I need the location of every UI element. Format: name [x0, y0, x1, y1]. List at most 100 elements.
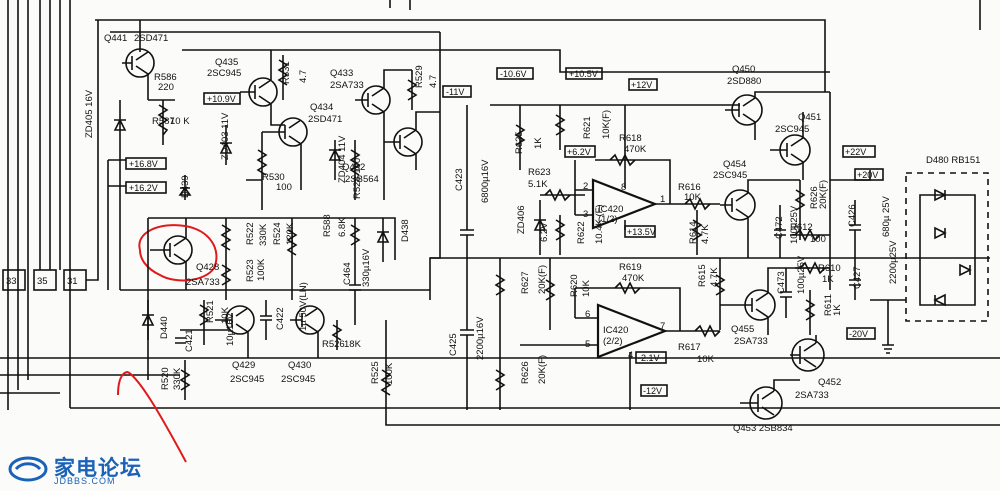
part-q432: 2SB564 [345, 174, 379, 185]
connector-wire [86, 20, 99, 281]
val-r613: 1K [832, 304, 843, 316]
ref-r620: R620 [569, 274, 580, 297]
connector-35 [33, 269, 57, 291]
tag-12v: +12V [631, 80, 652, 90]
q433-q432-stage: Q433 2SA733 R529 4.7 -11V Q432 2SB564 R5… [328, 65, 472, 200]
output-stage: Q450 2SD880 Q451 2SC945 +22V Q454 2SC945… [713, 64, 899, 434]
ref-q451: Q451 [798, 112, 821, 123]
label-r528: R528 100 [352, 158, 363, 199]
ref-r618: R618 [619, 133, 642, 144]
ref-r610: R612 [790, 222, 813, 233]
q441-stage: Q441 2SD471 R586 220 R587 10 K ZD405 16V… [84, 20, 430, 291]
part-q450: 2SD880 [727, 76, 761, 87]
part-q441: 2SD471 [134, 33, 168, 44]
tag-minus2.1v: -2.1V [638, 353, 660, 363]
ref-c423: C423 [454, 168, 465, 191]
ref-r626-label: R626 [520, 361, 531, 384]
part-q434: 2SD471 [308, 114, 342, 125]
bottom-bus [69, 0, 1000, 409]
part-q428: 2SA733 [186, 277, 220, 288]
ref-q452: Q452 [818, 377, 841, 388]
pin-2: 2 [583, 181, 588, 192]
ref-r526: R526 [322, 339, 345, 350]
ref-r619: R619 [619, 262, 642, 273]
ref-r617: R617 [678, 342, 701, 353]
pin-8: 8 [621, 182, 626, 193]
tag-20v: +20V [857, 170, 878, 180]
val-r530: 100 [276, 182, 292, 193]
connector-label: 31 [67, 276, 78, 287]
val-r622: 10.4K (F) [594, 204, 605, 244]
part-q430: 2SC945 [281, 374, 315, 385]
part-q452: 2SA733 [795, 390, 829, 401]
ref-r627: R627 [520, 271, 531, 294]
val-r623: 5.1K [528, 179, 548, 190]
ref-r616: R616 [678, 182, 701, 193]
val-r611: 1K [822, 274, 834, 285]
ref-r612: R626 [809, 186, 820, 209]
part-q433: 2SA733 [330, 80, 364, 91]
val-r617: 10K [697, 354, 715, 365]
val-r526: 18K [344, 339, 362, 350]
ref-r614: R614 [688, 221, 699, 244]
unit-ic420-a: (1/2) [598, 214, 618, 225]
val-r625: 1K [533, 137, 544, 149]
tag-10.9v: +10.9V [207, 94, 236, 104]
val-r529: 4.7 [428, 75, 439, 88]
val-r587: 10 K [170, 116, 190, 127]
ref-r529: R529 [414, 65, 425, 88]
tag-minus10.6v: -10.6V [500, 69, 527, 79]
val-c422: 1µ 50V(LN) [298, 282, 309, 331]
tag-minus20v: -20V [849, 329, 868, 339]
val-r523: 100K [256, 258, 267, 281]
part-q435: 2SC945 [207, 68, 241, 79]
ref-c472: C472 [774, 216, 785, 239]
val-r619: 470K [622, 273, 645, 284]
val-r627: 20K(F) [537, 265, 548, 294]
val-r586: 220 [158, 82, 174, 93]
part-q455: 2SA733 [734, 336, 768, 347]
connector-label: 35 [37, 276, 48, 287]
val-r588: 6.8K [337, 217, 348, 237]
val-r616: 10K [684, 192, 702, 203]
ref-r531: R531 [281, 61, 292, 84]
val-r525: 100K [384, 362, 395, 385]
ref-r613: R611 [823, 294, 834, 316]
ref-d439: D439 [180, 175, 191, 198]
d480-bridge: D480 RB151 [870, 155, 990, 354]
val-c425: 2200µ16V [475, 316, 486, 360]
ref-c421: C421 [184, 329, 195, 352]
ref-c427: C427 [852, 266, 863, 289]
tag-16.2v: +16.2V [129, 183, 158, 193]
unit-ic420-b: (2/2) [603, 336, 623, 347]
watermark-text: 家电论坛 [54, 456, 142, 480]
ref-d438: D438 [400, 219, 411, 242]
val-r520: 330K [172, 367, 183, 390]
val-r614: 4.7K [700, 224, 711, 244]
label-zd403: ZD403 11V [220, 112, 231, 160]
ref-q454: Q454 [723, 159, 746, 170]
ref-ic420-a: IC420 [598, 204, 623, 215]
watermark-url: JDBBS.COM [54, 476, 116, 486]
ref-c422: C422 [275, 307, 286, 330]
label-zd405: ZD405 16V [84, 89, 95, 138]
ref-r521: R521 [205, 300, 216, 323]
ref-zd406: ZD406 [516, 205, 527, 234]
pin-7: 7 [660, 321, 665, 332]
ref-q430: Q430 [288, 360, 311, 371]
q429-q430-stage: Q429 2SC945 Q430 2SC945 R521 10K C421 10… [160, 248, 1000, 426]
part-q451: 2SC945 [775, 124, 809, 135]
c423-c425: C423 6800µ16V C425 2200µ16V [429, 32, 491, 410]
connector-label: 33 [6, 276, 17, 287]
val-r521: 10K [220, 306, 231, 324]
ref-r586: R586 [154, 72, 177, 83]
ref-r615: R615 [697, 264, 708, 287]
tag-16.8v: +16.8V [129, 159, 158, 169]
bridge-box [905, 172, 989, 322]
left-bus-lines [7, 0, 29, 410]
ref-r524: R524 [272, 222, 283, 245]
val-r531: 4.7 [298, 70, 309, 83]
ref-q455: Q455 [731, 324, 754, 335]
red-annotation-arrow [117, 371, 187, 463]
